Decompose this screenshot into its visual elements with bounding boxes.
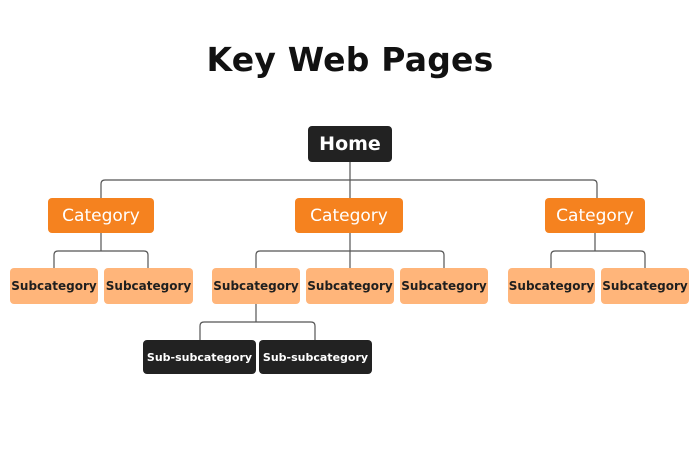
page-title: Key Web Pages — [206, 40, 494, 79]
connector-subcategory-children — [199, 304, 316, 340]
node-category-3: Category — [545, 198, 645, 233]
connector-category-3 — [550, 233, 646, 268]
node-subcategory-2-2: Subcategory — [306, 268, 394, 304]
node-subcategory-1-2: Subcategory — [104, 268, 193, 304]
node-subcategory-1-1: Subcategory — [10, 268, 98, 304]
node-sub-subcategory-1: Sub-subcategory — [143, 340, 256, 374]
node-subcategory-3-1: Subcategory — [508, 268, 595, 304]
node-category-1: Category — [48, 198, 154, 233]
node-subcategory-3-2: Subcategory — [601, 268, 689, 304]
connector-category-1 — [53, 233, 149, 268]
connector-category-2 — [255, 233, 445, 268]
node-subcategory-2-1: Subcategory — [212, 268, 300, 304]
node-home: Home — [308, 126, 392, 162]
node-category-2: Category — [295, 198, 403, 233]
connector-home-to-categories — [100, 162, 598, 198]
node-subcategory-2-3: Subcategory — [400, 268, 488, 304]
node-sub-subcategory-2: Sub-subcategory — [259, 340, 372, 374]
